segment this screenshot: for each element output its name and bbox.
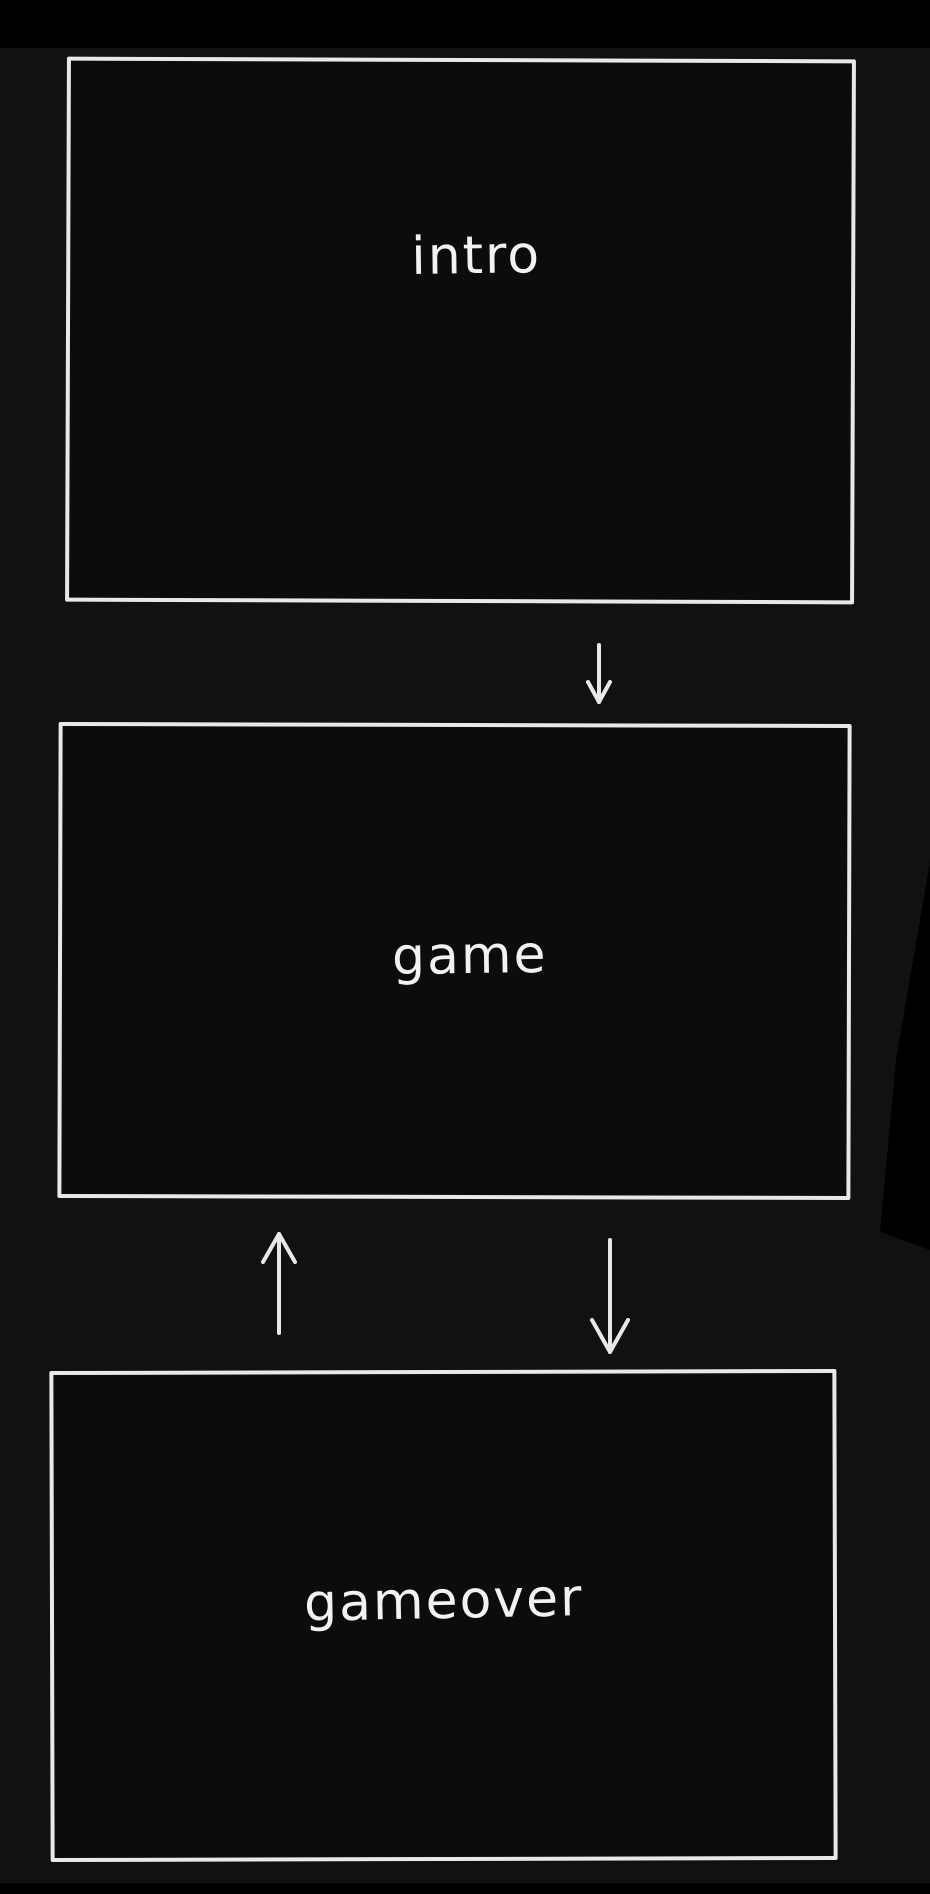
state-box-gameover: gameover xyxy=(49,1368,838,1863)
state-label-intro: intro xyxy=(410,224,542,287)
state-label-game: game xyxy=(391,924,548,988)
state-box-game: game xyxy=(57,721,852,1201)
state-box-intro: intro xyxy=(65,56,856,605)
state-label-gameover: gameover xyxy=(303,1567,584,1634)
